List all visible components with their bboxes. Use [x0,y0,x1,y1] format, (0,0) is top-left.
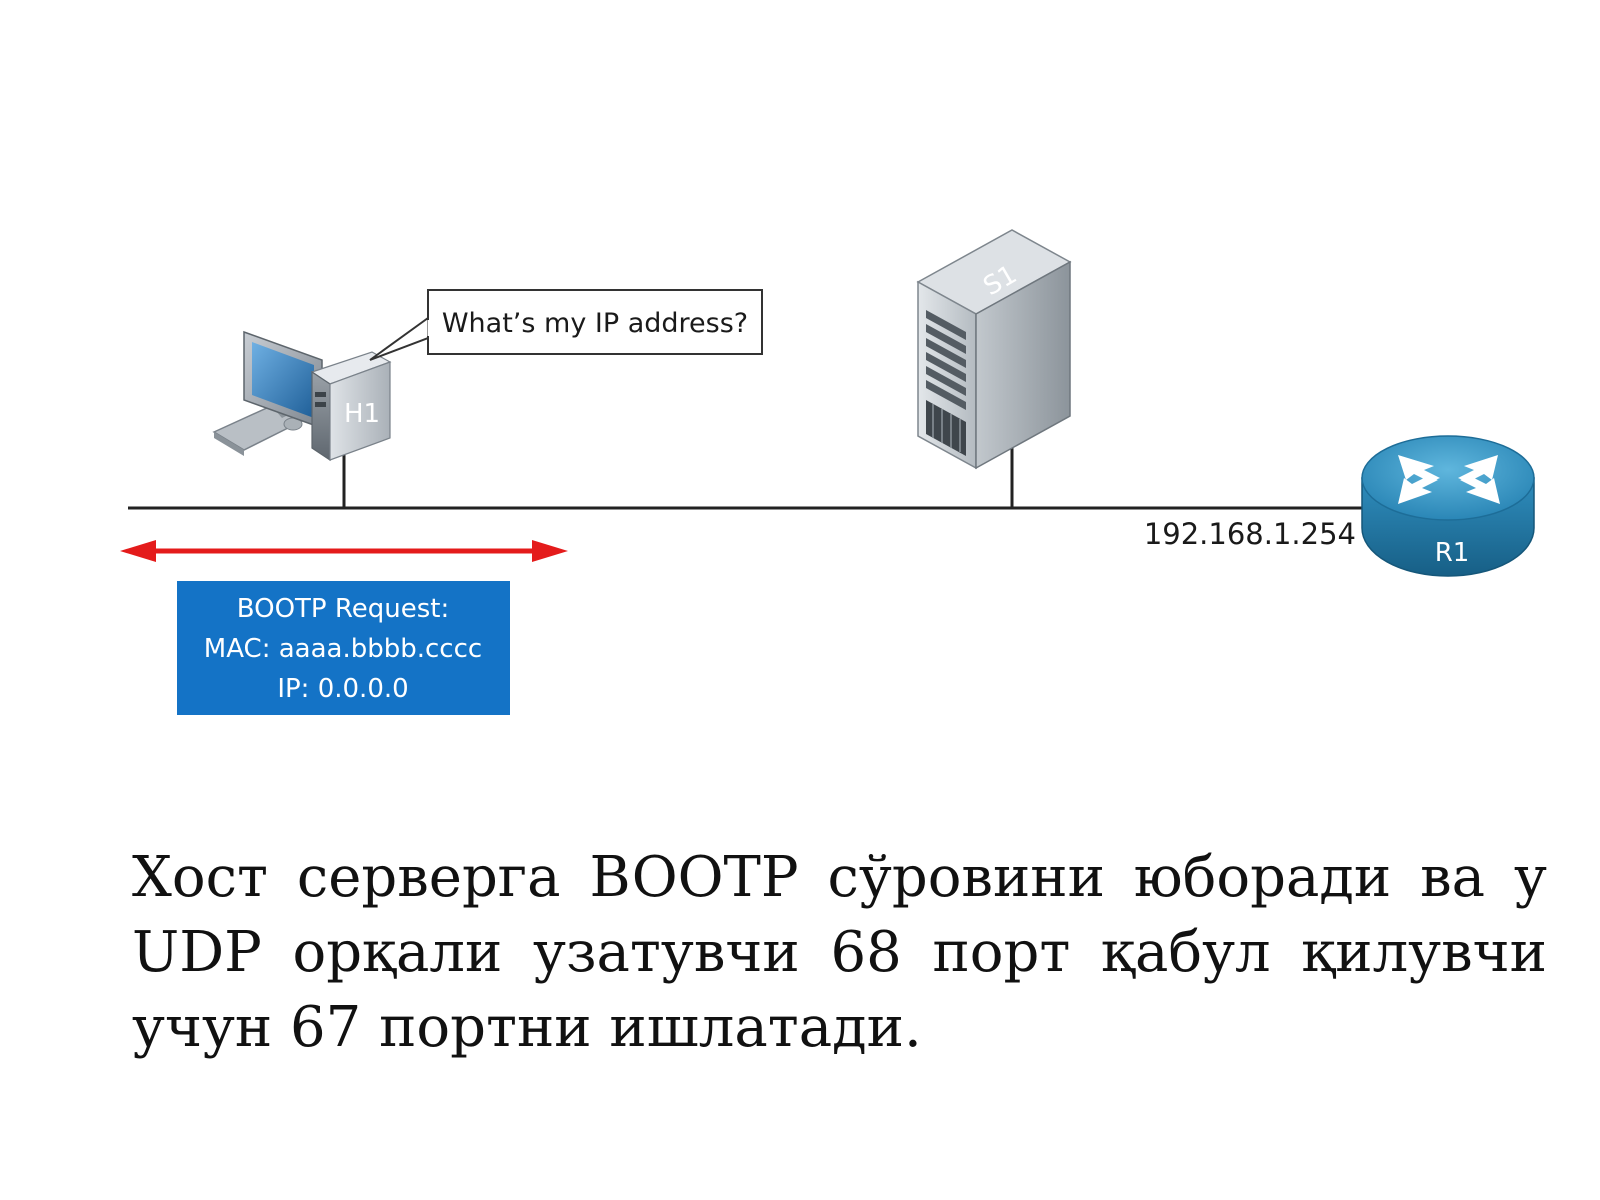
packet-box [177,581,510,715]
router-icon: R1 [1361,435,1535,577]
bootp-request-packet: BOOTP Request: MAC: aaaa.bbbb.cccc IP: 0… [177,581,510,715]
server-tower-icon: S1 [916,229,1072,470]
packet-line-3: IP: 0.0.0.0 [277,674,408,704]
router-label: R1 [1435,538,1470,568]
broadcast-arrow [120,540,568,562]
packet-line-1: BOOTP Request: [237,594,450,624]
router-ip-label: 192.168.1.254 [1144,517,1356,551]
server-drive-bays [926,310,966,456]
router-arrows [1398,455,1500,504]
callout-text: What’s my IP address? [442,308,748,339]
packet-line-2: MAC: aaaa.bbbb.cccc [204,634,482,664]
slide-caption: Хост серверга BOOTP сўровини юборади ва … [132,845,1547,1060]
speech-callout: What’s my IP address? [369,289,763,361]
host-label: H1 [344,399,380,429]
desktop-computer-icon: H1 [212,330,392,462]
